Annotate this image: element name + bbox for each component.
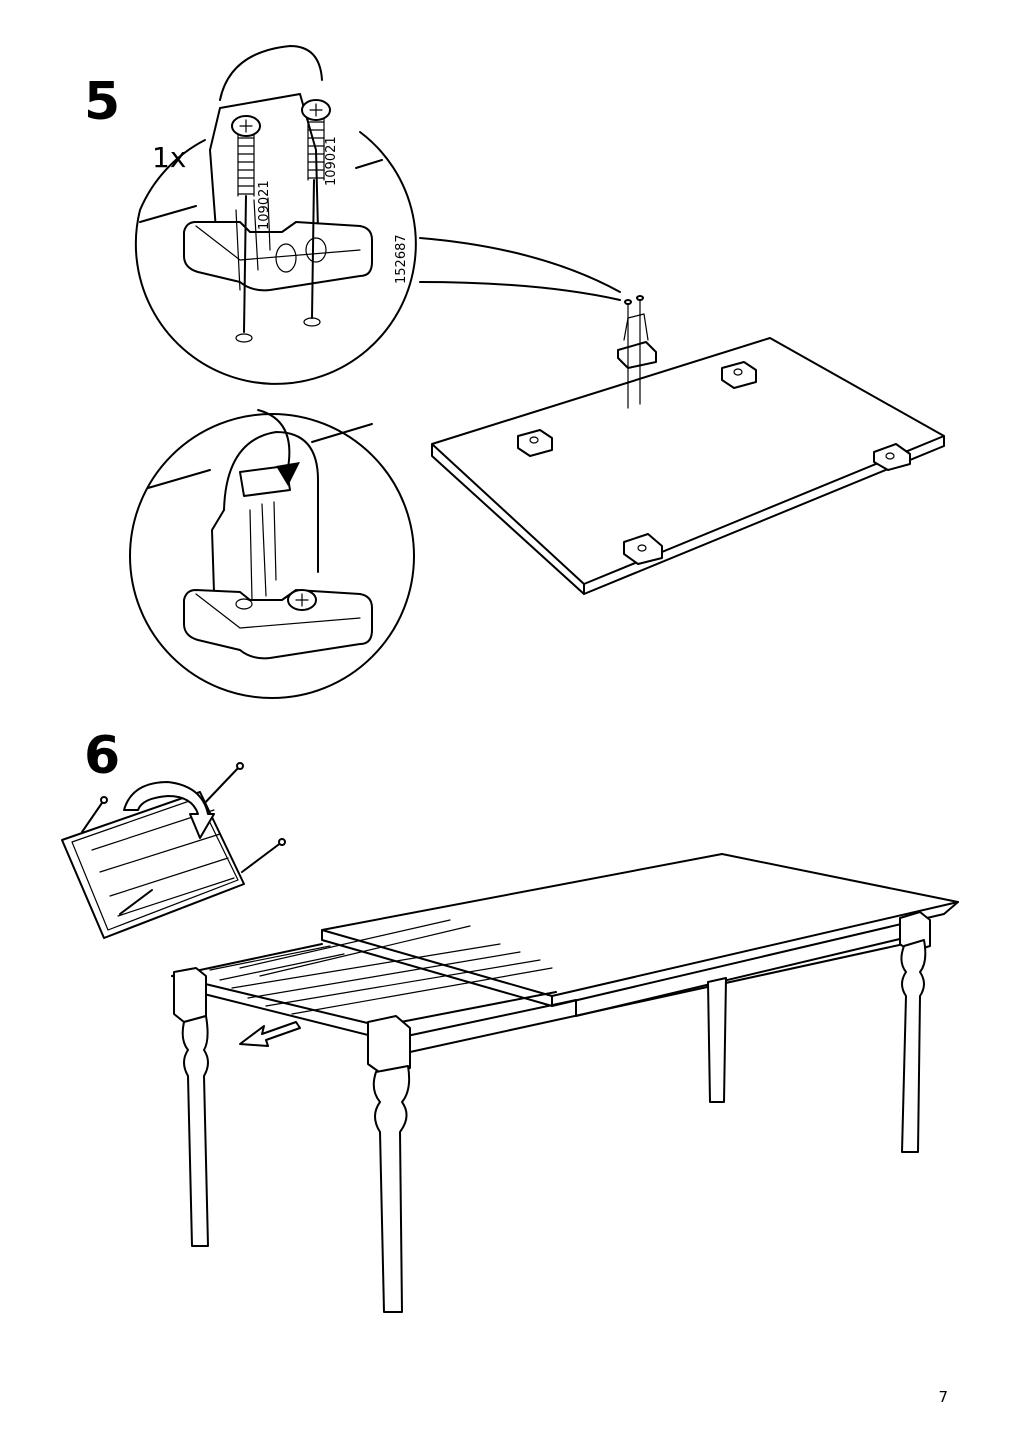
part-code-screw: 109021	[324, 136, 339, 186]
flip-table-illustration	[61, 762, 286, 939]
detail-circle-locked	[129, 409, 415, 699]
lock-small	[873, 443, 911, 471]
screw-icon	[231, 115, 261, 333]
table-leg	[181, 1015, 209, 1247]
extendable-table	[171, 853, 959, 1313]
table-leg	[707, 977, 727, 1103]
step-number: 5	[84, 72, 121, 132]
step-number: 6	[84, 726, 121, 786]
lock-small	[721, 361, 757, 389]
part-code-lock: 152687	[394, 234, 409, 284]
lock-mini-with-screws	[617, 295, 657, 409]
screw-icon	[301, 99, 331, 319]
lock-small	[623, 533, 663, 565]
rotate-arrow-icon	[123, 781, 215, 839]
page-number: 7	[938, 1388, 948, 1406]
quantity-label: 1x	[152, 141, 187, 174]
table-top-panel	[431, 295, 945, 595]
table-leg	[900, 939, 927, 1153]
lock-bracket	[183, 45, 373, 292]
lock-small	[517, 429, 553, 457]
detail-circle-screws	[134, 45, 621, 385]
part-code-screw: 109021	[257, 180, 272, 230]
arrow-down-icon	[257, 409, 291, 469]
pull-arrow-icon	[239, 1021, 301, 1047]
table-leg	[372, 1065, 411, 1313]
